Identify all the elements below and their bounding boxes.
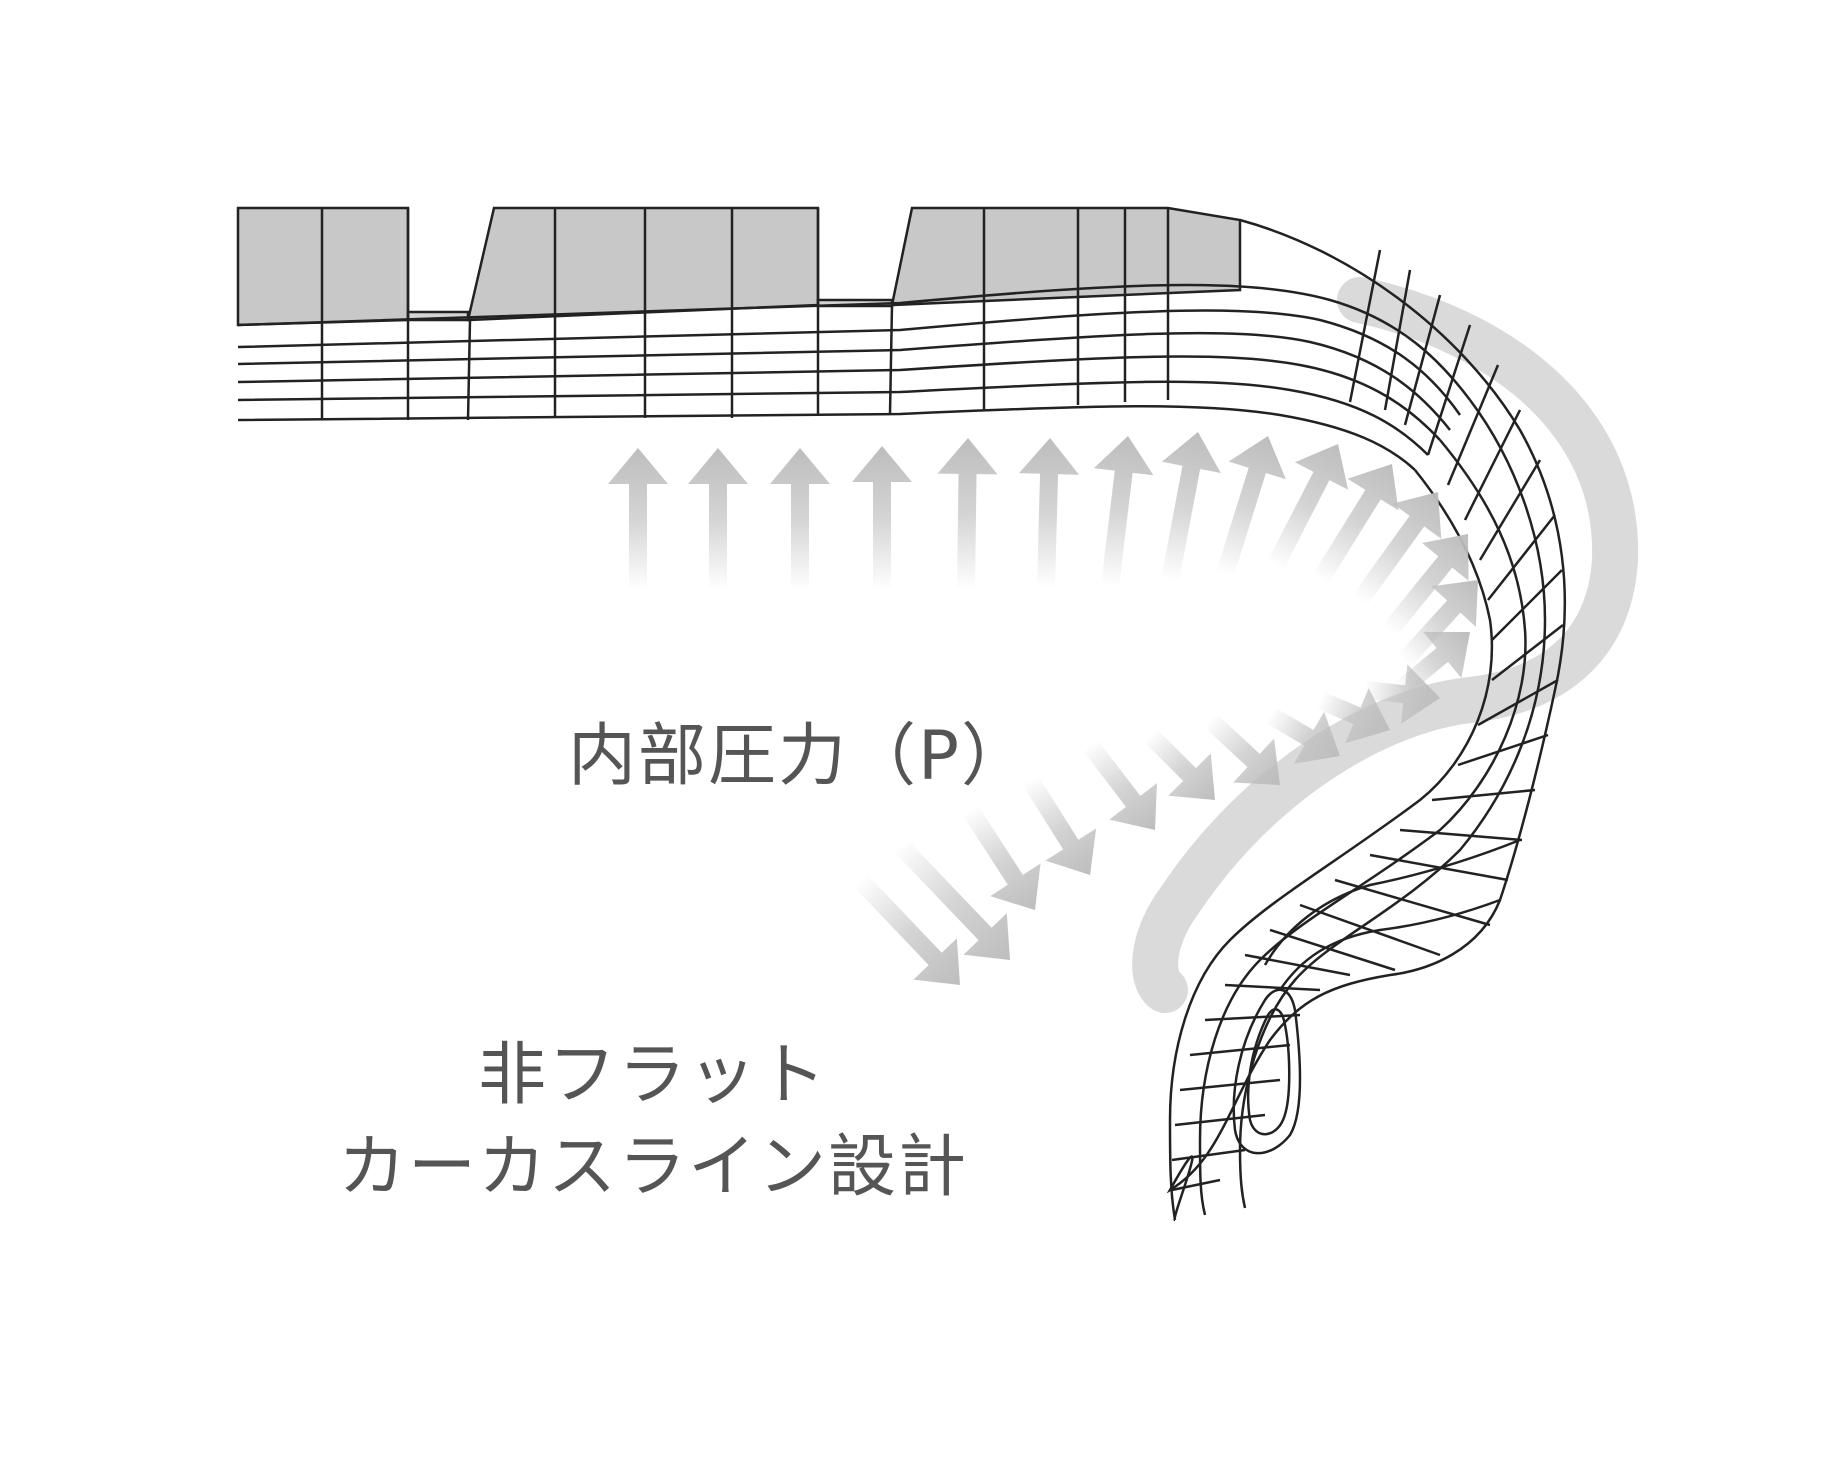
pressure-arrow-shape xyxy=(1161,432,1221,582)
pressure-arrow-icon xyxy=(1267,444,1349,571)
pressure-arrow-shape xyxy=(937,438,998,591)
pressure-arrow-icon xyxy=(1143,728,1216,801)
pressure-arrow-icon xyxy=(1019,438,1080,589)
pressure-arrow-icon xyxy=(937,438,998,591)
pressure-arrow-shape xyxy=(688,448,748,590)
pressure-arrow-icon xyxy=(770,448,830,590)
pressure-arrow-shape xyxy=(893,838,1010,960)
pressure-arrow-icon xyxy=(1203,713,1281,786)
pressure-arrow-shape xyxy=(1019,438,1080,589)
pressure-arrow-shape xyxy=(852,446,912,590)
pressure-arrow-shape xyxy=(608,448,668,590)
carcass-label-line-1: 非フラット xyxy=(478,1036,829,1115)
carcass-design-label: 非フラット カーカスライン設計 xyxy=(338,1030,968,1214)
pressure-arrow-icon xyxy=(893,838,1010,960)
pressure-arrow-icon xyxy=(962,805,1041,911)
pressure-arrow-shape xyxy=(853,873,960,986)
pressure-arrow-shape xyxy=(1216,436,1286,577)
pressure-arrow-icon xyxy=(853,873,960,986)
pressure-arrow-icon xyxy=(1383,534,1469,636)
ghost-shoulder-outline xyxy=(1132,277,1639,1013)
pressure-arrow-icon xyxy=(1364,664,1441,725)
pressure-arrow-icon xyxy=(688,448,748,590)
pressure-arrow-shape xyxy=(1082,739,1157,831)
pressure-arrow-icon xyxy=(1161,432,1221,582)
pressure-arrow-shape xyxy=(1316,688,1390,744)
pressure-arrow-icon xyxy=(1352,491,1442,606)
belt-layers xyxy=(237,283,1471,471)
pressure-arrow-shape xyxy=(1364,664,1441,725)
pressure-arrow-shape xyxy=(1312,464,1399,585)
pressure-arrow-shape xyxy=(1022,775,1097,875)
pressure-arrow-icon xyxy=(1022,775,1097,875)
sidewall-mesh xyxy=(1166,218,1566,1222)
tread-mesh-verticals xyxy=(320,208,1170,421)
pressure-arrow-shape xyxy=(1383,534,1469,636)
tread-block-2 xyxy=(466,206,820,322)
pressure-arrow-icon xyxy=(1093,436,1154,588)
pressure-arrow-shape xyxy=(1143,728,1216,801)
internal-pressure-label: 内部圧力（P） xyxy=(568,717,1032,796)
pressure-arrow-icon xyxy=(1216,436,1286,577)
pressure-arrow-shape xyxy=(770,448,830,590)
pressure-arrow-shape xyxy=(1352,491,1442,606)
pressure-arrow-icon xyxy=(608,448,668,590)
pressure-arrow-shape xyxy=(1398,579,1479,667)
carcass-label-line-2: カーカスライン設計 xyxy=(338,1128,969,1207)
pressure-arrow-icon xyxy=(1265,707,1341,764)
pressure-arrow-shape xyxy=(1265,707,1341,764)
pressure-arrow-shape xyxy=(1093,436,1154,588)
pressure-arrow-icon xyxy=(852,446,912,590)
pressure-arrow-shape xyxy=(1203,713,1281,786)
pressure-arrow-shape xyxy=(1267,444,1349,571)
pressure-arrow-icon xyxy=(1082,739,1157,831)
pressure-arrow-icon xyxy=(1398,579,1479,667)
pressure-arrow-shape xyxy=(962,805,1041,911)
pressure-arrow-icon xyxy=(1312,464,1399,585)
pressure-arrows xyxy=(608,432,1479,986)
pressure-arrow-icon xyxy=(1316,688,1390,744)
